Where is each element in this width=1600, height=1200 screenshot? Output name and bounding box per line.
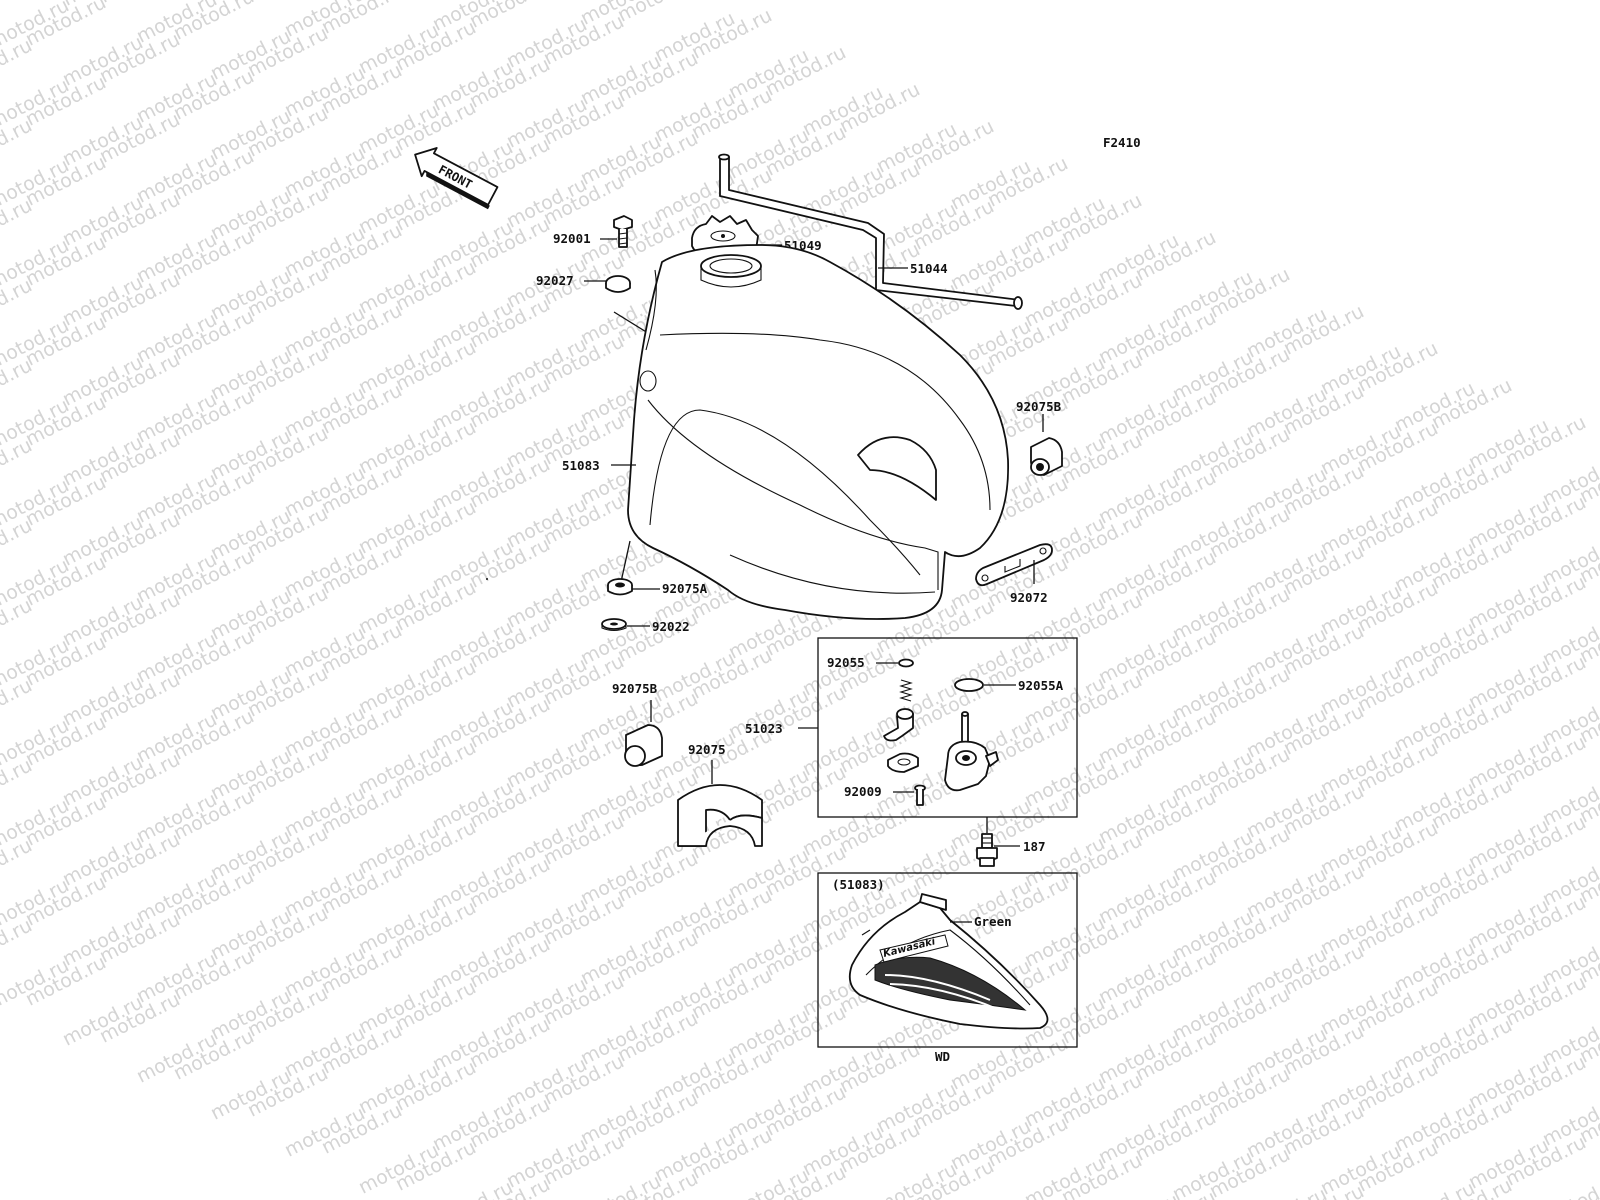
grommet-92075A (607, 578, 633, 596)
cushion-92075B-low (624, 724, 663, 767)
part-51083: 51083 (562, 458, 600, 473)
inset-ref: (51083) (832, 877, 885, 892)
inset-color-note: Green (974, 914, 1012, 929)
part-92075B-low: 92075B (612, 681, 658, 696)
part-92055A: 92055A (1018, 678, 1064, 693)
fuel-cock-body (944, 711, 999, 792)
diagram-code: F2410 (1103, 135, 1141, 150)
hose-51044 (718, 153, 1023, 310)
part-92075A: 92075A (662, 581, 708, 596)
part-51044: 51044 (910, 261, 948, 276)
part-92001: 92001 (553, 231, 591, 246)
front-arrow: FRONT (414, 147, 499, 210)
grommet-92027 (605, 275, 631, 293)
band-92072 (975, 543, 1053, 587)
part-92075: 92075 (688, 742, 726, 757)
cushion-92075 (677, 784, 763, 847)
part-92009: 92009 (844, 784, 882, 799)
screw-92009 (914, 784, 926, 806)
o-ring-92055 (898, 658, 914, 668)
part-92072: 92072 (1010, 590, 1048, 605)
inset-box (817, 872, 1078, 1048)
part-92027: 92027 (536, 273, 574, 288)
bolt-92001 (613, 215, 633, 248)
inset-tank-decal: Kawasaki (848, 893, 1049, 1030)
part-187: 187 (1023, 839, 1046, 854)
part-51023: 51023 (745, 721, 783, 736)
fuel-tank-51083 (627, 244, 1009, 620)
part-92055: 92055 (827, 655, 865, 670)
washer-92022 (601, 618, 627, 632)
lever (883, 708, 914, 742)
part-92022: 92022 (652, 619, 690, 634)
part-92075B-top: 92075B (1016, 399, 1062, 414)
o-ring-92055A (954, 678, 984, 692)
bolt-187 (976, 833, 998, 867)
inset-caption: WD (935, 1049, 950, 1064)
spring (899, 679, 913, 702)
cushion-92075B-top (1030, 437, 1063, 476)
gasket-plate (887, 752, 919, 773)
